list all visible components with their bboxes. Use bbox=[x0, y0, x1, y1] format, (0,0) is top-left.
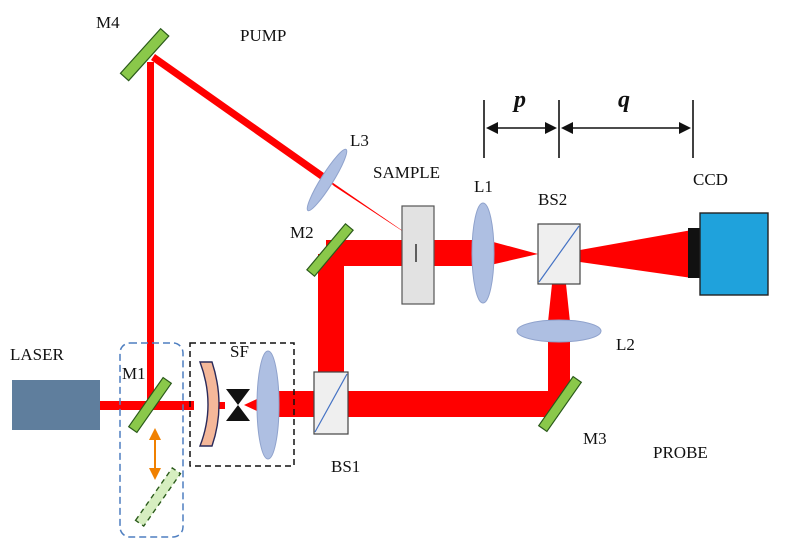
sf-plate bbox=[198, 361, 220, 447]
laser-source bbox=[12, 380, 100, 430]
label-m3: M3 bbox=[583, 429, 607, 448]
beam-paths bbox=[100, 54, 692, 418]
lens-sf-collimator bbox=[256, 350, 280, 460]
ccd-camera-body bbox=[699, 212, 769, 296]
m1-dashed-box bbox=[119, 342, 184, 538]
beam-m4-to-l3 bbox=[151, 54, 331, 184]
beam-l3-to-sample bbox=[323, 176, 416, 240]
label-sf: SF bbox=[230, 342, 249, 361]
bs2-diagonal bbox=[538, 225, 580, 283]
beam-m1-to-m4 bbox=[147, 62, 154, 404]
label-m4: M4 bbox=[96, 13, 120, 32]
sf-pinhole-top bbox=[226, 389, 250, 405]
beam-bs1-to-m2 bbox=[318, 254, 344, 372]
mirror-m1-dashed-position bbox=[134, 466, 182, 528]
beam-l1-to-bs2 bbox=[486, 240, 538, 266]
sf-dashed-box bbox=[189, 342, 295, 467]
lens-l1 bbox=[471, 202, 495, 304]
label-l3: L3 bbox=[350, 131, 369, 150]
beam-m1-to-sf bbox=[154, 401, 194, 410]
beam-bs1-to-m3 bbox=[344, 391, 558, 417]
mirror-m2 bbox=[306, 222, 354, 278]
label-p: p bbox=[512, 87, 526, 113]
beam-sf-plate bbox=[215, 402, 225, 409]
beam-laser-to-m1 bbox=[100, 401, 154, 410]
lens-l3 bbox=[306, 148, 348, 212]
ccd-lens-mount bbox=[688, 228, 702, 278]
label-l1: L1 bbox=[474, 177, 493, 196]
label-m1: M1 bbox=[122, 364, 146, 383]
lens-l2 bbox=[516, 319, 602, 343]
sample-cell bbox=[401, 205, 435, 305]
beam-bs2-to-ccd bbox=[580, 230, 692, 278]
label-bs2: BS2 bbox=[538, 190, 567, 209]
mirror-m1 bbox=[127, 376, 173, 434]
label-pump: PUMP bbox=[240, 26, 286, 45]
bs1-diagonal bbox=[314, 373, 348, 433]
sf-pinhole-bottom bbox=[226, 405, 250, 421]
label-m2: M2 bbox=[290, 223, 314, 242]
mirror-m3 bbox=[537, 375, 583, 433]
pq-dimension bbox=[483, 100, 694, 158]
label-l2: L2 bbox=[616, 335, 635, 354]
label-bs1: BS1 bbox=[331, 457, 360, 476]
label-laser: LASER bbox=[10, 345, 65, 364]
label-probe: PROBE bbox=[653, 443, 708, 462]
label-sample: SAMPLE bbox=[373, 163, 440, 182]
beam-m3-to-l2 bbox=[548, 340, 570, 398]
m1-translation-arrow bbox=[149, 428, 161, 480]
beam-l2-to-bs2 bbox=[548, 284, 570, 322]
label-q: q bbox=[618, 87, 630, 113]
beam-sample-to-l1 bbox=[434, 240, 476, 266]
beam-lens-to-bs1 bbox=[272, 391, 318, 417]
label-ccd: CCD bbox=[693, 170, 728, 189]
mirror-m4 bbox=[119, 27, 170, 82]
